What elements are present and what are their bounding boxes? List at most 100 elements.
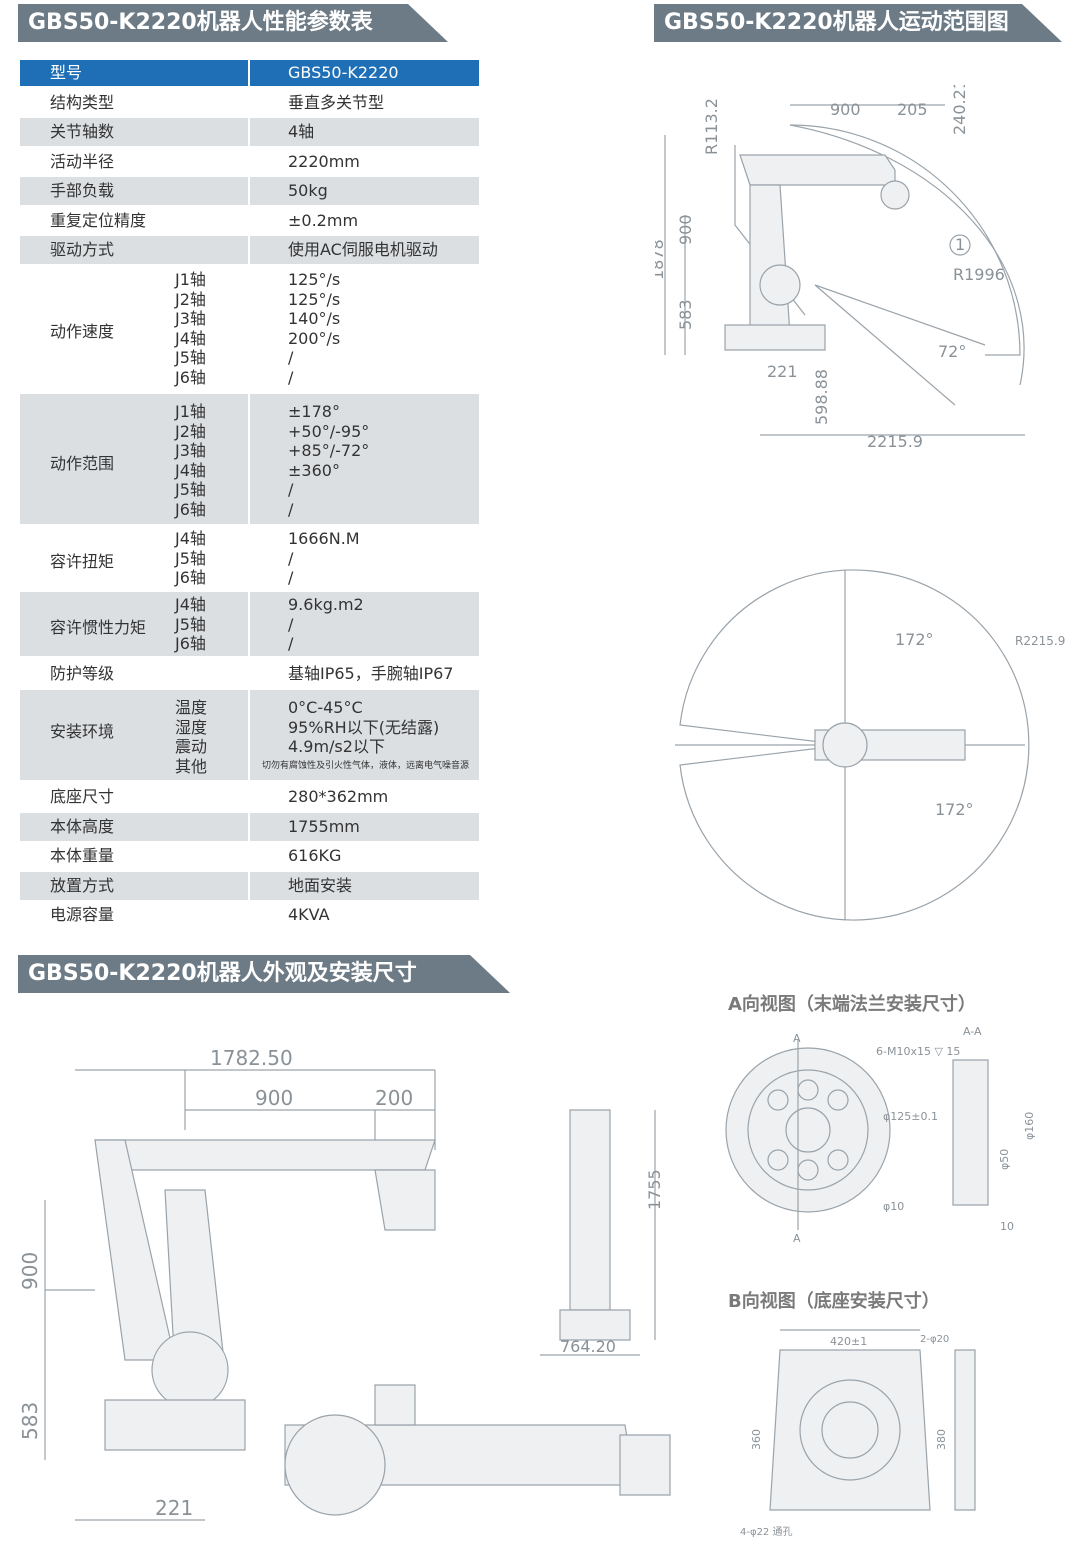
spec-label: 安装环境 xyxy=(50,722,115,741)
spec-label: 容许扭矩 xyxy=(50,552,115,571)
axis-values: 9.6kg.m2 / / xyxy=(288,595,364,654)
dim-1782: 1782.50 xyxy=(210,1046,293,1070)
marker-1: 1 xyxy=(955,235,965,254)
axis-value: / xyxy=(288,634,294,654)
dim-583: 583 xyxy=(676,299,695,330)
axis-label: J5轴 xyxy=(175,480,206,500)
spec-value: 50kg xyxy=(288,181,328,200)
column-divider xyxy=(248,690,250,780)
spec-title-banner: GBS50-K2220机器人性能参数表 xyxy=(18,4,448,42)
axis-label: J6轴 xyxy=(175,634,206,654)
spec-row-torque: 容许扭矩 J4轴 J5轴 J6轴 1666N.M / / xyxy=(20,526,479,590)
axis-value: / xyxy=(288,568,294,588)
view-a-title: A向视图（末端法兰安装尺寸） xyxy=(728,994,976,1015)
axis-label: J5轴 xyxy=(175,614,206,634)
side-elevation-drawing: 1782.50 900 200 900 583 221 xyxy=(15,1040,515,1560)
spec-label: 电源容量 xyxy=(50,905,115,924)
spec-label: 动作范围 xyxy=(50,454,115,473)
spec-label: 关节轴数 xyxy=(50,122,115,141)
axis-label: J4轴 xyxy=(175,529,206,548)
spec-label: 重复定位精度 xyxy=(50,211,147,230)
spec-label: 动作速度 xyxy=(50,322,115,341)
spec-row: 驱动方式 使用AC伺服电机驱动 xyxy=(20,236,479,264)
spec-row-speed: 动作速度 J1轴 J2轴 J3轴 J4轴 J5轴 J6轴 125°/s 125°… xyxy=(20,268,479,392)
spec-header-value: GBS50-K2220 xyxy=(288,63,399,82)
motion-range-top-drawing: 172° 172° R2215.9 xyxy=(665,560,1065,930)
t10-dim: 10 xyxy=(1000,1220,1014,1233)
spec-value: 基轴IP65，手腕轴IP67 xyxy=(288,664,454,683)
angle-72: 72° xyxy=(938,342,966,361)
env-values: 0°C-45°C 95%RH以下(无结露) 4.9m/s2以下 切勿有腐蚀性及引… xyxy=(262,698,469,776)
axis-label: J6轴 xyxy=(175,568,206,588)
pin-dim: φ10 xyxy=(883,1200,904,1213)
spec-label: 容许惯性力矩 xyxy=(50,618,147,637)
dim-583-v: 583 xyxy=(18,1402,42,1440)
axis-value: / xyxy=(288,499,294,519)
axis-value: / xyxy=(288,614,294,634)
column-divider xyxy=(248,394,250,524)
axis-value: 1666N.M xyxy=(288,529,360,548)
d50-dim: φ50 xyxy=(998,1149,1011,1170)
spec-value: 垂直多关节型 xyxy=(288,93,385,112)
dim-900-h: 900 xyxy=(255,1086,293,1110)
spec-value: 616KG xyxy=(288,846,342,865)
spec-label: 防护等级 xyxy=(50,664,115,683)
dim-1878: 1878 xyxy=(655,239,667,280)
column-divider xyxy=(248,872,250,900)
dim-221-h: 221 xyxy=(155,1496,193,1520)
axis-value: +50°/-95° xyxy=(288,421,370,441)
spec-title: GBS50-K2220机器人性能参数表 xyxy=(28,10,373,35)
spec-header-row: 型号 GBS50-K2220 xyxy=(20,60,479,86)
spec-label: 本体高度 xyxy=(50,817,115,836)
spec-label: 结构类型 xyxy=(50,93,115,112)
env-value: 切勿有腐蚀性及引火性气体，液体，远离电气噪音源 xyxy=(262,760,470,771)
spec-row: 活动半径 2220mm xyxy=(20,148,479,176)
env-item: 温度 xyxy=(175,698,208,717)
axis-label: J4轴 xyxy=(175,595,206,614)
dim-r2215: R2215.9 xyxy=(1015,634,1065,648)
column-divider xyxy=(248,118,250,146)
dim-240: 240.21 xyxy=(950,85,969,135)
dim-900: 900 xyxy=(830,100,861,119)
spec-value: 地面安装 xyxy=(288,876,353,895)
section-a-bottom: A xyxy=(793,1232,801,1245)
spec-row-range: 动作范围 J1轴 J2轴 J3轴 J4轴 J5轴 J6轴 ±178° +50°/… xyxy=(20,394,479,524)
dim-2215: 2215.9 xyxy=(867,432,923,451)
range-title-banner: GBS50-K2220机器人运动范围图 xyxy=(654,4,1062,42)
spec-row: 本体重量 616KG xyxy=(20,842,479,870)
dim-205: 205 xyxy=(897,100,928,119)
column-divider xyxy=(248,60,250,86)
dim-1755: 1755 xyxy=(645,1169,664,1210)
axis-label: J1轴 xyxy=(175,270,206,289)
axis-values: 1666N.M / / xyxy=(288,529,360,588)
axis-value: ±178° xyxy=(288,402,340,421)
dim-200: 200 xyxy=(375,1086,413,1110)
spec-value: 4轴 xyxy=(288,122,315,141)
axis-label: J3轴 xyxy=(175,441,206,461)
env-item: 其他 xyxy=(175,756,208,776)
spec-row: 结构类型 垂直多关节型 xyxy=(20,89,479,117)
top-view-drawing xyxy=(265,1375,685,1545)
axis-list: J1轴 J2轴 J3轴 J4轴 J5轴 J6轴 xyxy=(175,270,206,388)
spec-row: 底座尺寸 280*362mm xyxy=(20,783,479,811)
view-b-base-drawing: 420±1 360 380 4-φ22 通孔 2-φ20 xyxy=(740,1320,1010,1545)
spec-value: 1755mm xyxy=(288,817,360,836)
motion-range-side-drawing: 900 205 240.21 R113.2 1878 900 583 R1996… xyxy=(655,85,1065,465)
view-b-title: B向视图（底座安装尺寸） xyxy=(728,1291,940,1312)
holes-spec: 4-φ22 通孔 xyxy=(740,1526,792,1538)
axis-label: J2轴 xyxy=(175,421,206,441)
axis-list: J4轴 J5轴 J6轴 xyxy=(175,595,206,654)
dims-title: GBS50-K2220机器人外观及安装尺寸 xyxy=(28,961,417,986)
dims-title-banner: GBS50-K2220机器人外观及安装尺寸 xyxy=(18,955,510,993)
axis-label: J1轴 xyxy=(175,402,206,421)
axis-values: ±178° +50°/-95° +85°/-72° ±360° / / xyxy=(288,402,369,520)
dim-900-v: 900 xyxy=(676,214,695,245)
spec-value: ±0.2mm xyxy=(288,211,359,230)
axis-label: J6轴 xyxy=(175,367,206,387)
env-value: 0°C-45°C xyxy=(288,698,363,717)
angle-172-upper: 172° xyxy=(895,630,934,649)
front-elevation-drawing: 1755 764.20 xyxy=(530,1100,670,1370)
view-a-flange-drawing: A-A 6-M10x15 ▽ 15 φ125±0.1 φ10 φ160 φ50 … xyxy=(718,1020,1058,1250)
spec-row: 本体高度 1755mm xyxy=(20,813,479,841)
spec-row: 手部负载 50kg xyxy=(20,177,479,205)
